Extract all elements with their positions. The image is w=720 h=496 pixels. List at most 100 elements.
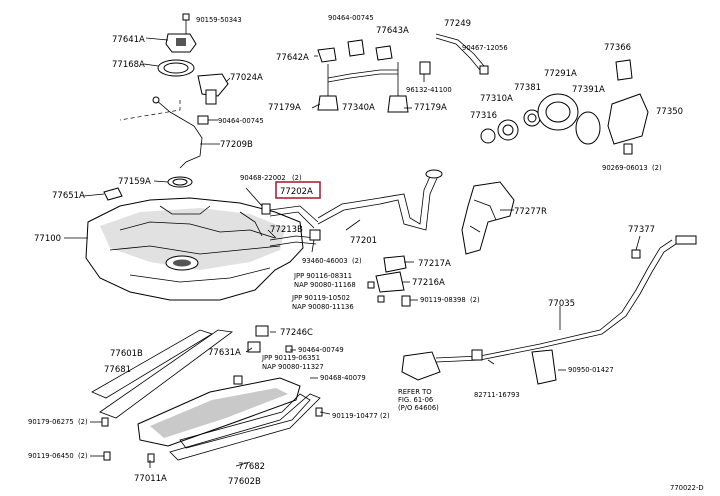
bolt-90119-a[interactable] [401, 295, 411, 307]
strap-77682[interactable] [179, 393, 311, 449]
cap-77381[interactable] [523, 109, 541, 127]
fuel-tank-77100[interactable] [85, 197, 304, 301]
valve-77179A-left[interactable] [317, 95, 339, 111]
clip-90464-a[interactable] [197, 115, 209, 125]
label-77249: 77249 [444, 19, 471, 29]
clip-93460[interactable] [309, 229, 321, 241]
protector-77277R[interactable] [461, 181, 515, 255]
cable-77035[interactable] [401, 235, 697, 385]
hose-77249[interactable] [435, 33, 489, 75]
label-77682: 77682 [238, 462, 265, 472]
label-77168A: 77168A [112, 60, 145, 70]
inlet-box-77291A[interactable] [537, 93, 579, 131]
label-90468-b: 90468-40079 [320, 374, 366, 382]
clamp-77642A[interactable] [317, 47, 337, 63]
filler-pipe-77201[interactable] [317, 169, 443, 231]
label-77641A: 77641A [112, 35, 145, 45]
label-refer1: REFER TO [398, 388, 432, 396]
screw-90269[interactable] [623, 143, 633, 155]
label-nap3: NAP 90080-11327 [262, 363, 324, 371]
hose-77340A[interactable] [327, 62, 399, 96]
strap-77602B[interactable] [169, 393, 321, 461]
label-90179-qty: (2) [78, 418, 88, 426]
label-90119-b: 90119-10477 [332, 412, 378, 420]
hose-77213B[interactable] [261, 203, 317, 247]
small-bolts[interactable] [101, 345, 323, 463]
protector-77011A[interactable] [137, 377, 301, 447]
label-90468-qty: (2) [292, 174, 302, 182]
label-90467: 90467-12056 [462, 44, 508, 52]
clip-96132[interactable] [419, 61, 431, 75]
hinge-77366[interactable] [615, 59, 633, 81]
label-77201: 77201 [350, 236, 377, 246]
label-96132: 96132-41100 [406, 86, 452, 94]
label-77391A: 77391A [572, 85, 605, 95]
label-jpp2: JPP 90119-10502 [291, 294, 350, 302]
hose-77202A[interactable] [269, 205, 319, 229]
label-77631A: 77631A [208, 348, 241, 358]
label-77601B: 77601B [110, 349, 143, 359]
label-77602B: 77602B [228, 477, 261, 487]
bracket-77631A[interactable] [247, 341, 261, 353]
gasket-77159A[interactable] [167, 176, 193, 188]
label-77209B: 77209B [220, 140, 253, 150]
label-77681: 77681 [104, 365, 131, 375]
label-90179: 90179-06275 [28, 418, 74, 426]
label-90119-a: 90119-08398 [420, 296, 466, 304]
label-93460-qty: (2) [352, 257, 362, 265]
label-77011A: 77011A [134, 474, 167, 484]
highlight-box-77202A [275, 181, 321, 199]
label-77377: 77377 [628, 225, 655, 235]
label-90119-c-qty: (2) [78, 452, 88, 460]
label-90119-a-qty: (2) [470, 296, 480, 304]
cover-77391A[interactable] [575, 111, 601, 145]
label-90119-c: 90119-06450 [28, 452, 74, 460]
label-90464-b: 90464-00745 [328, 14, 374, 22]
label-77643A: 77643A [376, 26, 409, 36]
cap-77310A[interactable] [497, 119, 519, 141]
door-77350[interactable] [607, 93, 649, 145]
pump-bracket-77641A[interactable] [165, 13, 197, 53]
label-77381: 77381 [514, 83, 541, 93]
label-nap2: NAP 90080-11136 [292, 303, 354, 311]
bolts-jpp-nap[interactable] [367, 281, 385, 303]
label-82711: 82711-16793 [474, 391, 520, 399]
vent-tube-77209B[interactable] [152, 96, 203, 169]
clip-77246C[interactable] [255, 325, 269, 337]
strap-77681[interactable] [91, 329, 213, 399]
label-77310A: 77310A [480, 94, 513, 104]
clamp-77643A[interactable] [347, 39, 393, 61]
label-77213B: 77213B [270, 225, 303, 235]
label-90464-a: 90464-00745 [218, 117, 264, 125]
label-93460: 93460-46003 [302, 257, 348, 265]
label-jpp3: JPP 90119-06351 [261, 354, 320, 362]
label-jpp1: JPP 90116-08311 [293, 272, 352, 280]
label-77651A: 77651A [52, 191, 85, 201]
label-77366: 77366 [604, 43, 631, 53]
label-77179A-left: 77179A [268, 103, 301, 113]
label-90269: 90269-06013 [602, 164, 648, 172]
gasket-77316[interactable] [480, 128, 496, 144]
protector-77216A[interactable] [375, 271, 405, 293]
label-77291A: 77291A [544, 69, 577, 79]
label-90464-c: 90464-00749 [298, 346, 344, 354]
label-77100: 77100 [34, 234, 61, 244]
clip-82711[interactable] [471, 349, 483, 361]
bracket-77651A[interactable] [103, 187, 123, 201]
protector-77217A[interactable] [383, 255, 407, 273]
label-77642A: 77642A [276, 53, 309, 63]
strap-77601B[interactable] [99, 329, 234, 419]
opener-77377[interactable] [631, 249, 641, 259]
label-90269-qty: (2) [652, 164, 662, 172]
pump-77024A[interactable] [119, 73, 229, 121]
diagram-number: 770022-D [670, 484, 704, 492]
valve-77179A-right[interactable] [387, 95, 409, 113]
label-77024A: 77024A [230, 73, 263, 83]
label-77316: 77316 [470, 111, 497, 121]
label-77277R: 77277R [514, 207, 547, 217]
label-77340A: 77340A [342, 103, 375, 113]
gasket-77168A[interactable] [157, 59, 195, 77]
label-77202A: 77202A [280, 187, 313, 197]
label-77350: 77350 [656, 107, 683, 117]
